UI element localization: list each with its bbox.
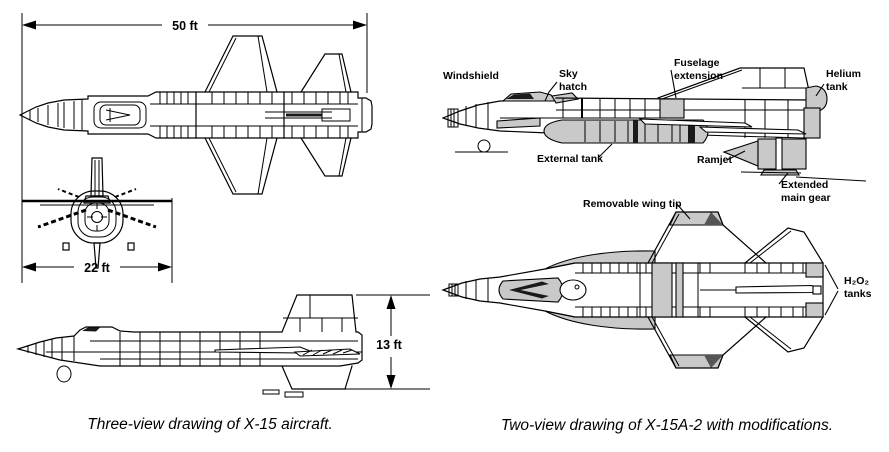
windshield-dark: [82, 327, 100, 332]
external-tank-leader: [597, 143, 613, 159]
cockpit-detail: [105, 109, 131, 121]
stab-right-dashed: [107, 208, 157, 229]
height-dimension-13ft: 13 ft: [335, 294, 430, 390]
arrowhead-left-icon: [22, 20, 36, 30]
removable-wing-tip-leader: [675, 202, 691, 220]
left-three-view-figure: 50 ft: [15, 13, 430, 433]
windshield-label: Windshield: [443, 70, 499, 82]
skid-left: [62, 242, 70, 251]
x15a2-side-view: [442, 67, 867, 182]
x15a2-top-view: [441, 211, 824, 369]
station-lines-top: [159, 92, 349, 138]
htail-hatching: [302, 349, 353, 356]
windshield-dark: [506, 93, 534, 99]
ramjet-label: Ramjet: [697, 154, 733, 166]
x15a2-top-labels: Removable wing tip H₂O₂ tanks: [583, 198, 872, 316]
hatch-opening: [559, 279, 587, 301]
stab-left-dashed: [37, 208, 87, 229]
sky-hatch-label-line2: hatch: [559, 81, 587, 93]
removable-wing-tip-label: Removable wing tip: [583, 198, 682, 210]
helium-tank-label-line2: tank: [826, 81, 848, 93]
a2-top-station-lines: [582, 263, 804, 317]
wing-tip-dark: [704, 212, 723, 225]
htail-upper: [300, 53, 352, 93]
windshield-top-dark: [509, 289, 549, 299]
vertical-tail-top: [735, 284, 821, 294]
arrowhead-down-icon: [386, 375, 396, 389]
h2o2-tanks-label-line1: H₂O₂: [844, 275, 869, 287]
chine-fairing: [496, 117, 541, 129]
canopy-top-shade: [498, 277, 564, 303]
side-nose-rings: [27, 336, 75, 361]
fuselage-extension-band: [651, 262, 673, 318]
height-dimension-label: 13 ft: [376, 338, 403, 352]
left-figure-caption: Three-view drawing of X-15 aircraft.: [87, 416, 333, 433]
vertical-fin: [90, 157, 104, 197]
wing-lower-a2: [647, 316, 767, 369]
helium-tank-leader: [815, 83, 825, 97]
h2o2-bracket-upper: [824, 264, 839, 290]
length-dimension-50ft: 50 ft: [21, 13, 368, 283]
x15-side-view: [15, 294, 363, 398]
right-figure-caption: Two-view drawing of X-15A-2 with modific…: [501, 417, 833, 434]
side-fairing-top: [544, 250, 656, 270]
extended-main-gear-leader: [778, 172, 789, 185]
windshield-top-dark: [509, 281, 549, 291]
fuselage-extension-label-line1: Fuselage: [674, 57, 720, 69]
fuselage-extension-label-line2: extension: [674, 70, 723, 82]
extended-main-gear-label-line1: Extended: [781, 179, 828, 191]
canopy-outline: [93, 101, 147, 129]
wing-upper: [204, 35, 278, 93]
fuselage-extension-shape: [659, 98, 685, 119]
htail-lower-a2: [744, 316, 824, 353]
extended-main-gear-label-line2: main gear: [781, 192, 831, 204]
vertical-tail-side: [657, 67, 812, 101]
landing-skid: [284, 391, 304, 398]
nose-band: [447, 108, 459, 128]
fuselage-extension-leader: [670, 69, 677, 99]
fuselage-extension-band2: [675, 262, 684, 318]
nose-wheel: [56, 365, 72, 383]
gear-strut: [775, 137, 783, 172]
arrowhead-right-icon: [353, 20, 367, 30]
right-two-view-figure: Windshield Sky hatch Fuselage extension …: [441, 57, 872, 434]
ventral-fin-side: [281, 365, 353, 390]
wingspan-dimension-label: 22 ft: [84, 261, 111, 275]
side-station-lines: [119, 332, 261, 366]
canopy-inner: [99, 104, 141, 126]
fuselage-outer: [70, 190, 124, 244]
x15a2-side-labels: Windshield Sky hatch Fuselage extension …: [443, 57, 861, 204]
ventral-fin: [93, 242, 101, 269]
length-dimension-label: 50 ft: [172, 19, 199, 33]
ramjet-leader: [726, 150, 746, 161]
external-tank-label: External tank: [537, 153, 603, 165]
skid-right: [127, 242, 135, 251]
wing-upper-a2: [647, 211, 767, 264]
arrowhead-left-icon: [22, 262, 36, 272]
landing-skid: [262, 389, 280, 395]
sky-hatch-label-line1: Sky: [559, 68, 578, 80]
helium-tank-label-line1: Helium: [826, 68, 861, 80]
h2o2-tanks-label-line2: tanks: [844, 288, 872, 300]
h2o2-tank-upper: [805, 262, 824, 278]
x15-top-view: [18, 35, 373, 195]
aft-end-shade: [803, 107, 821, 139]
x15-front-view: [22, 157, 172, 269]
arrowhead-right-icon: [158, 262, 172, 272]
wingspan-dimension-22ft: 22 ft: [22, 198, 173, 283]
h2o2-bracket-lower: [824, 290, 839, 316]
nose-ring-lines: [29, 100, 83, 130]
nose-band-top: [448, 283, 459, 297]
htail-upper-a2: [744, 227, 824, 264]
wing-tip-dark: [704, 355, 723, 368]
arrowhead-up-icon: [386, 295, 396, 309]
sky-hatch-leader: [544, 81, 558, 102]
h2o2-tank-lower: [805, 302, 824, 318]
htail-lower: [300, 137, 352, 177]
side-fairing-bottom: [544, 310, 656, 330]
htail-edge-a2: [698, 126, 807, 135]
wing-lower: [204, 137, 278, 195]
wing-edge-a2: [638, 118, 753, 128]
